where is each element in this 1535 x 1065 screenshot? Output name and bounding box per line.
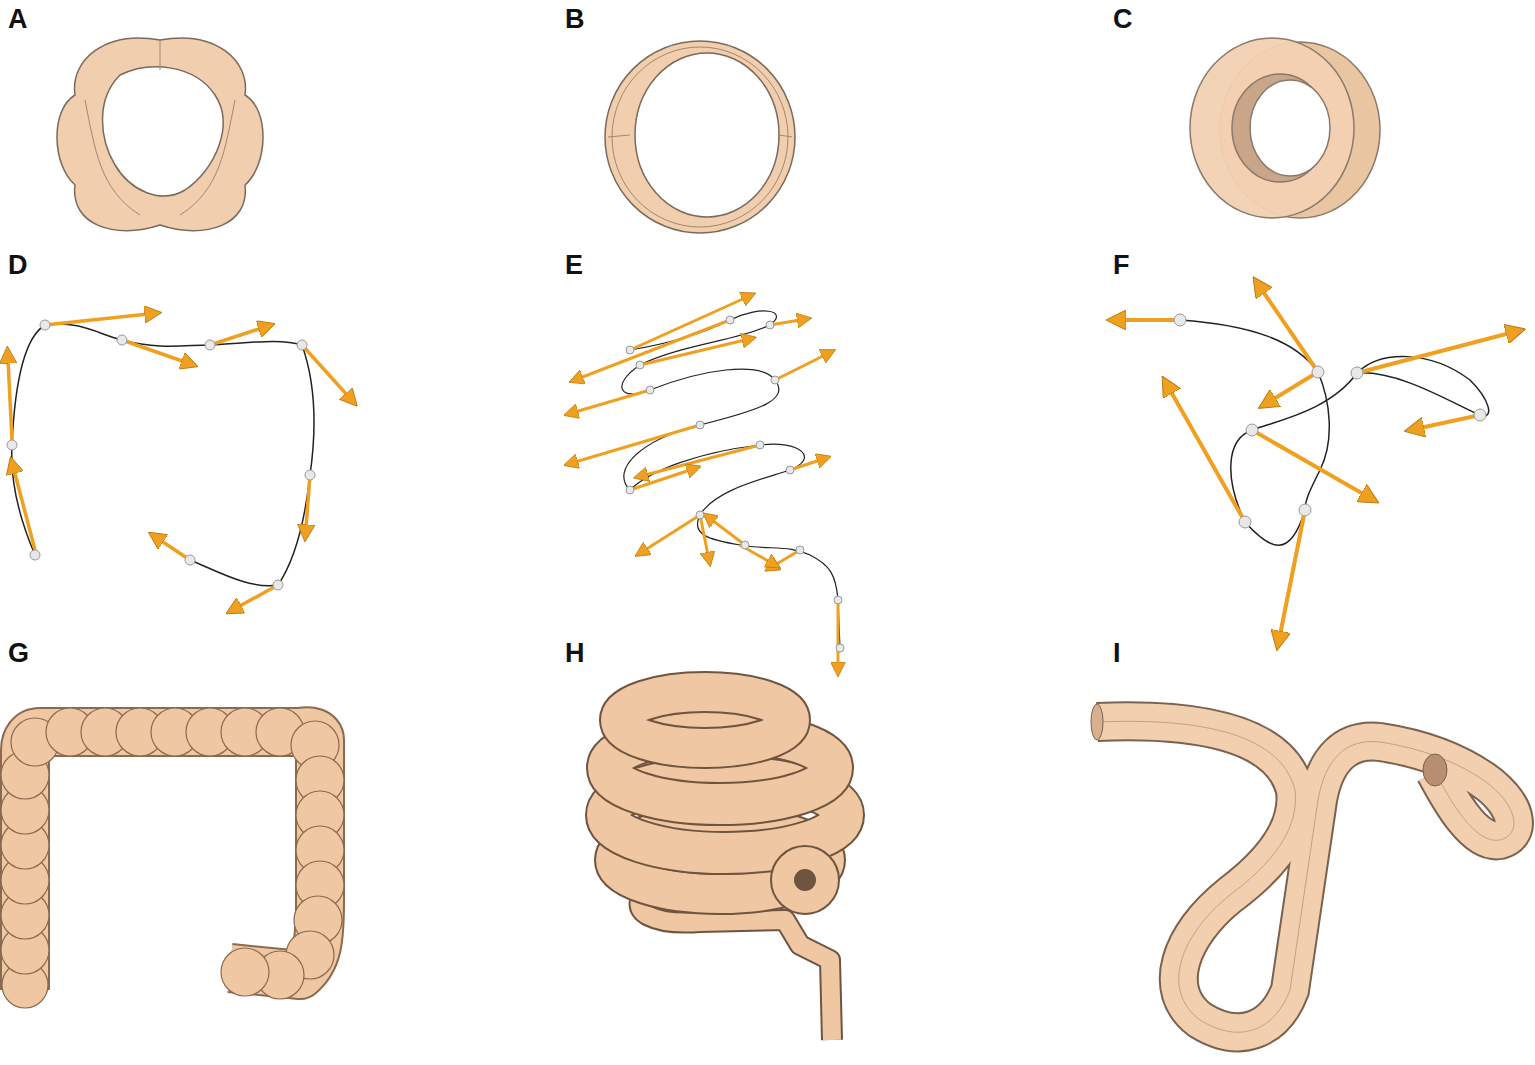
haustral-ring (57, 38, 263, 231)
panel-letter: E (565, 252, 583, 279)
centerline-frames (575, 298, 844, 665)
tube-ring (1190, 38, 1380, 218)
panel-letter: A (8, 6, 28, 33)
panel-letter: B (565, 6, 585, 33)
panel-letter: H (565, 640, 585, 667)
colon-model (1, 708, 344, 1008)
panel-letter: G (8, 640, 29, 667)
panel-letter: F (1113, 252, 1130, 279)
tube-model (1091, 704, 1514, 1032)
centerline-frames (7, 314, 348, 607)
panel-letter: D (8, 252, 28, 279)
intestine-coil (607, 692, 843, 1040)
centerline-frames (1122, 290, 1510, 635)
panel-letter: C (1113, 6, 1133, 33)
intestine-ring (605, 41, 795, 233)
panel-letter: I (1113, 640, 1121, 667)
